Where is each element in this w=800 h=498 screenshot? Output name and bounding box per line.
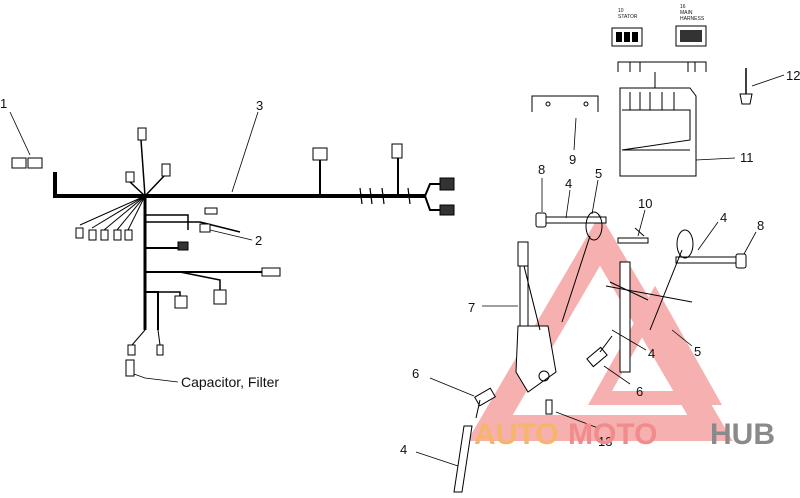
callout-4-upper-right: 4: [720, 210, 727, 225]
callout-5-lower: 5: [694, 344, 701, 359]
callout-12: 12: [786, 68, 800, 83]
callout-6-left: 6: [412, 366, 419, 381]
callout-5-upper: 5: [595, 166, 602, 181]
callout-11: 11: [740, 150, 754, 165]
watermark-text: AUTO MOTO HUB: [474, 418, 775, 451]
callout-2: 2: [255, 233, 262, 248]
capacitor-filter-label: Capacitor, Filter: [181, 374, 279, 390]
voltage-regulator-assembly: [617, 61, 707, 177]
harness-connectors: [11, 127, 455, 377]
bracket-rod-right: [649, 229, 747, 331]
callout-9: 9: [569, 152, 576, 167]
callout-8-right: 8: [757, 218, 764, 233]
leader-lines-right: [415, 178, 757, 467]
callout-6-right: 6: [636, 384, 643, 399]
mounting-plate-9: [531, 95, 599, 112]
sensor-6-right: [586, 335, 613, 368]
connector-block-stator: [611, 27, 643, 47]
bracket-rod-left: [535, 211, 607, 323]
callout-3: 3: [256, 98, 263, 113]
callout-1: 1: [0, 96, 7, 111]
watermark-moto: MOTO: [568, 418, 657, 451]
callout-4-upper-left: 4: [565, 176, 572, 191]
callout-10: 10: [638, 196, 652, 211]
watermark-hub: HUB: [710, 418, 775, 451]
callout-4-bottom: 4: [400, 442, 407, 457]
crossbar: [605, 281, 693, 303]
watermark-auto: AUTO: [474, 418, 558, 451]
sensor-6-left: [474, 387, 496, 419]
sensor-rod-10: [617, 227, 649, 373]
switch-assembly-7: [515, 241, 557, 393]
callout-8-left: 8: [538, 162, 545, 177]
callout-7: 7: [468, 300, 475, 315]
rod-13: [545, 399, 553, 415]
rod-4-bottom: [453, 425, 473, 493]
callout-13: 13: [598, 434, 612, 449]
screw-12: [739, 68, 753, 105]
harness-tie-clips: [359, 187, 411, 205]
main-wiring-harness: [53, 139, 440, 346]
leader-lines: [9, 111, 259, 383]
connector-block-main-harness: [675, 25, 707, 47]
callout-4-middle: 4: [648, 346, 655, 361]
